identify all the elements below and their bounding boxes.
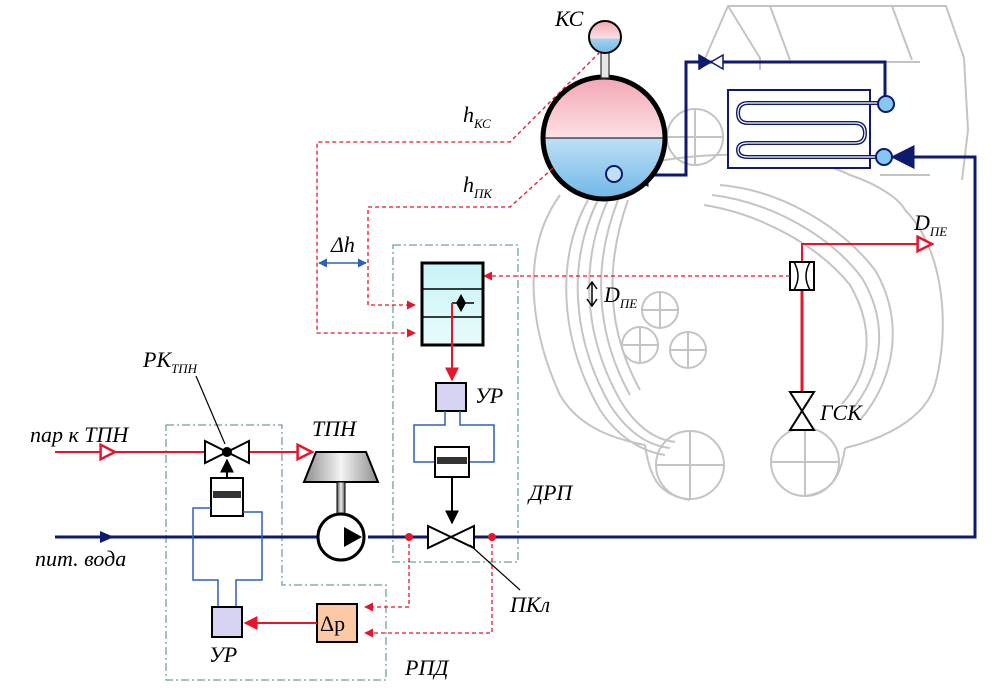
h-pk-label: hПК (463, 172, 493, 201)
rpd-servo-actuator (192, 477, 263, 607)
d-pe-outlet-label: DПЕ (913, 210, 947, 239)
boiler-outline (532, 5, 970, 501)
ks-level-gauge (588, 20, 622, 79)
boiler-drum (540, 74, 668, 202)
tpn-turbine (302, 451, 380, 519)
signal-lines (316, 51, 790, 638)
superheater-outlet-header (877, 95, 895, 113)
rk-label: РКТПН (142, 347, 198, 376)
feed-water-label: пит. вода (35, 546, 126, 571)
steam-flow-meter (789, 261, 815, 291)
steam-to-tpn-label: пар к ТПН (30, 422, 129, 447)
pkl-leader-line (469, 544, 521, 591)
ks-label: КС (554, 6, 584, 31)
pkl-feed-valve (427, 524, 475, 550)
dp-sensor (316, 603, 358, 643)
dp-tap-downstream (488, 533, 496, 541)
ur-top-label: УР (475, 383, 503, 408)
drp-boundary (392, 244, 519, 563)
steam-lines (55, 244, 932, 452)
d-pe-signal-label: DПЕ (603, 282, 637, 311)
dp-label: Δp (320, 611, 345, 636)
superheater-stop-valve (698, 53, 724, 71)
drp-servo-actuator (413, 411, 495, 525)
d-pe-signal-arrow (586, 280, 598, 308)
feed-water-arrow (100, 531, 114, 543)
drum-feed-inlet (605, 165, 623, 183)
gsk-valve (788, 391, 816, 431)
gsk-label: ГСК (819, 400, 863, 425)
pkl-label: ПКл (509, 592, 550, 617)
delta-h-label: Δh (330, 232, 355, 257)
rk-tpn-valve (204, 439, 250, 478)
superheater-inlet-header (875, 148, 893, 166)
feed-water-lines (55, 60, 977, 539)
superheater-coil (727, 89, 885, 169)
drp-label: ДРП (527, 480, 573, 505)
ur-bottom-label: УР (209, 642, 237, 667)
dp-tap-upstream (405, 533, 413, 541)
rpd-label: РПД (404, 655, 449, 680)
tpn-label: ТПН (312, 416, 357, 441)
ur-bottom-unit (211, 606, 243, 638)
rk-leader-line (195, 375, 226, 445)
h-ks-label: hКС (463, 102, 491, 131)
rpd-boundary (165, 424, 387, 681)
feed-pump (316, 512, 366, 562)
ur-top-unit (435, 382, 467, 412)
